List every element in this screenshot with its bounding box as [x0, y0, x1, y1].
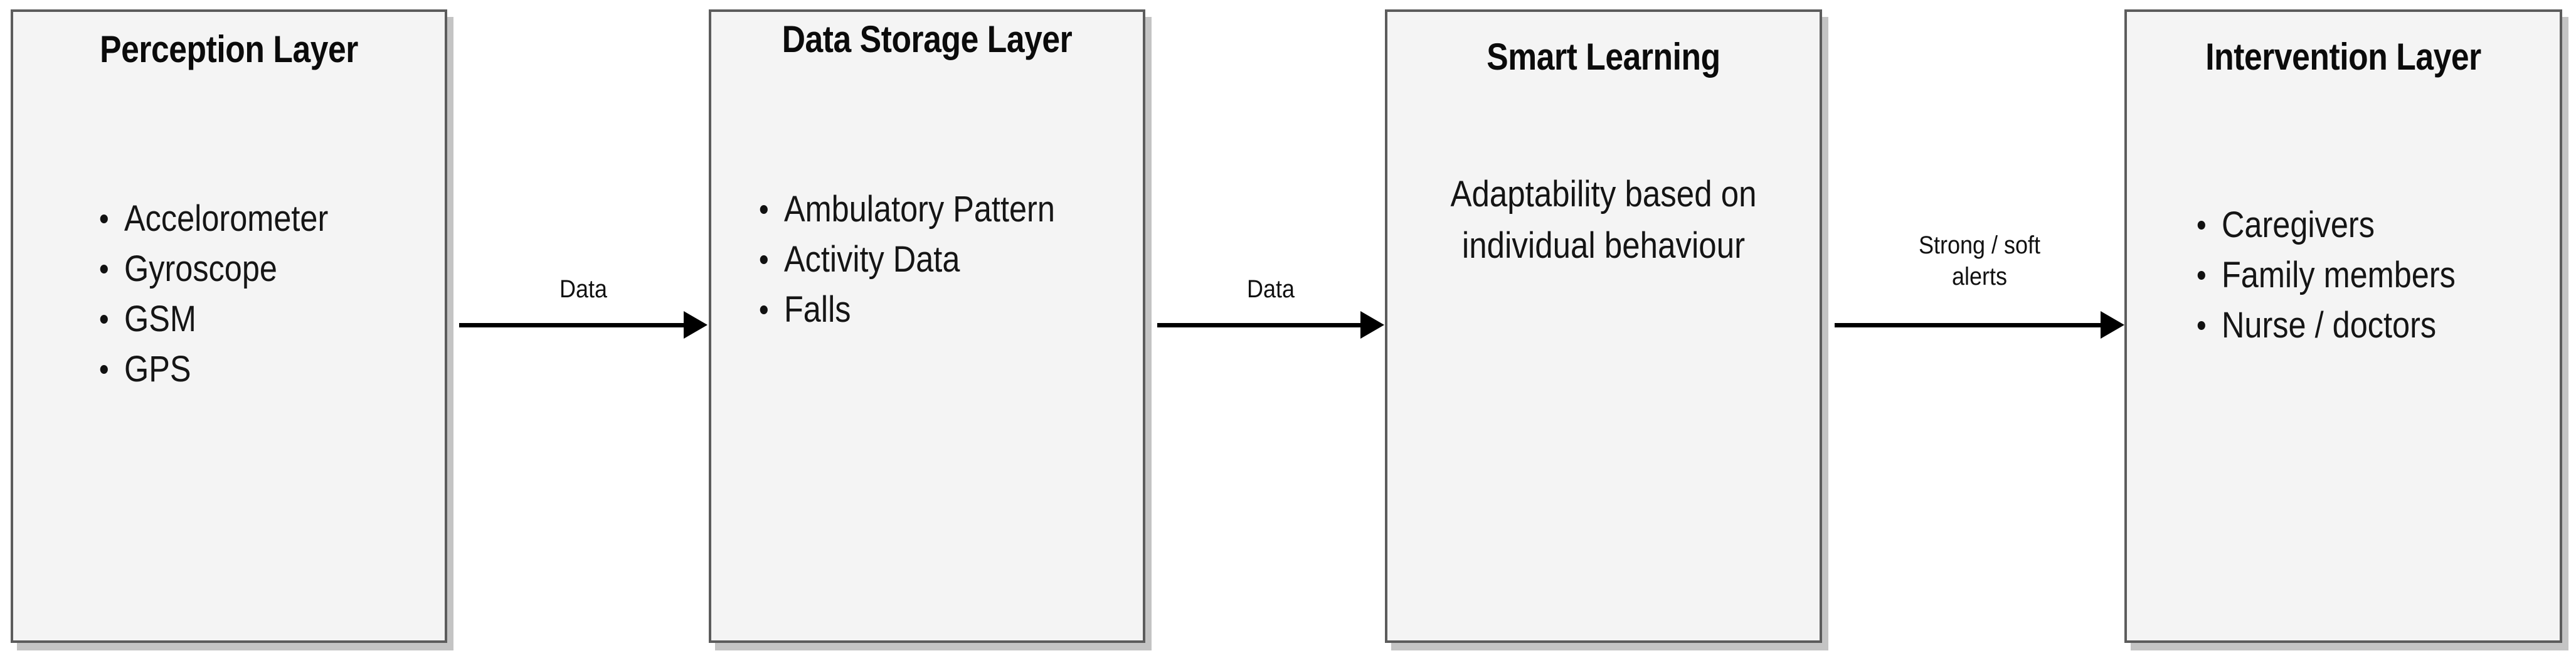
box-intervention-layer-title: Intervention Layer	[2205, 36, 2481, 78]
list-item: Falls	[755, 285, 1055, 335]
list-item: Accelorometer	[95, 194, 328, 244]
perception-layer-list: Accelorometer Gyroscope GSM GPS	[95, 194, 363, 395]
arrow-head-icon	[684, 311, 708, 339]
list-item-label: Accelorometer	[124, 198, 329, 239]
arrow-label-line: Data	[1246, 275, 1295, 303]
smart-learning-description: Adaptability based on individual behavio…	[1387, 169, 1820, 272]
arrow-shaft	[1835, 323, 2101, 327]
list-item: Family members	[2192, 250, 2456, 300]
box-intervention-layer-body: Caregivers Family members Nurse / doctor…	[2127, 200, 2560, 351]
list-item-label: Gyroscope	[124, 248, 278, 290]
list-item: Nurse / doctors	[2192, 300, 2456, 351]
list-item-label: Falls	[783, 289, 851, 331]
box-intervention-layer[interactable]: Intervention Layer Caregivers Family mem…	[2124, 9, 2562, 643]
arrow-label-line: alerts	[1951, 263, 2008, 290]
arrow-shaft	[459, 323, 684, 327]
arrow-label-line: Data	[559, 275, 608, 303]
box-perception-layer[interactable]: Perception Layer Accelorometer Gyroscope…	[11, 9, 447, 643]
box-smart-learning-title: Smart Learning	[1487, 36, 1720, 78]
box-smart-learning[interactable]: Smart Learning Adaptability based on ind…	[1385, 9, 1822, 643]
arrow-label-data-1: Data	[459, 273, 708, 305]
box-perception-layer-body: Accelorometer Gyroscope GSM GPS	[13, 194, 445, 395]
list-item: Activity Data	[755, 235, 1055, 285]
arrow-shaft	[1157, 323, 1360, 327]
list-item: GPS	[95, 344, 328, 395]
arrow-label-alerts: Strong / soft alerts	[1835, 230, 2124, 292]
list-item-label: Nurse / doctors	[2221, 305, 2436, 346]
box-data-storage-layer[interactable]: Data Storage Layer Ambulatory Pattern Ac…	[709, 9, 1145, 643]
box-data-storage-layer-title: Data Storage Layer	[782, 18, 1073, 60]
box-smart-learning-body: Adaptability based on individual behavio…	[1387, 169, 1820, 272]
list-item-label: Family members	[2221, 255, 2456, 296]
arrow-head-icon	[1360, 311, 1384, 339]
box-data-storage-layer-body: Ambulatory Pattern Activity Data Falls	[711, 184, 1143, 335]
list-item-label: Activity Data	[783, 239, 960, 280]
list-item: Gyroscope	[95, 244, 328, 294]
arrow-label-line: Strong / soft	[1918, 231, 2041, 259]
list-item: Ambulatory Pattern	[755, 184, 1055, 235]
list-item: Caregivers	[2192, 200, 2456, 250]
list-item-label: GPS	[124, 349, 191, 390]
arrow-head-icon	[2101, 311, 2124, 339]
list-item-label: GSM	[124, 299, 196, 340]
description-line: Adaptability based on	[1450, 174, 1757, 215]
list-item: GSM	[95, 294, 328, 344]
list-item-label: Ambulatory Pattern	[783, 189, 1055, 230]
intervention-layer-list: Caregivers Family members Nurse / doctor…	[2192, 200, 2495, 351]
data-storage-layer-list: Ambulatory Pattern Activity Data Falls	[755, 184, 1100, 335]
box-perception-layer-title: Perception Layer	[100, 28, 358, 70]
list-item-label: Caregivers	[2221, 204, 2375, 245]
arrow-label-data-2: Data	[1157, 273, 1384, 305]
description-line: individual behaviour	[1461, 225, 1746, 267]
